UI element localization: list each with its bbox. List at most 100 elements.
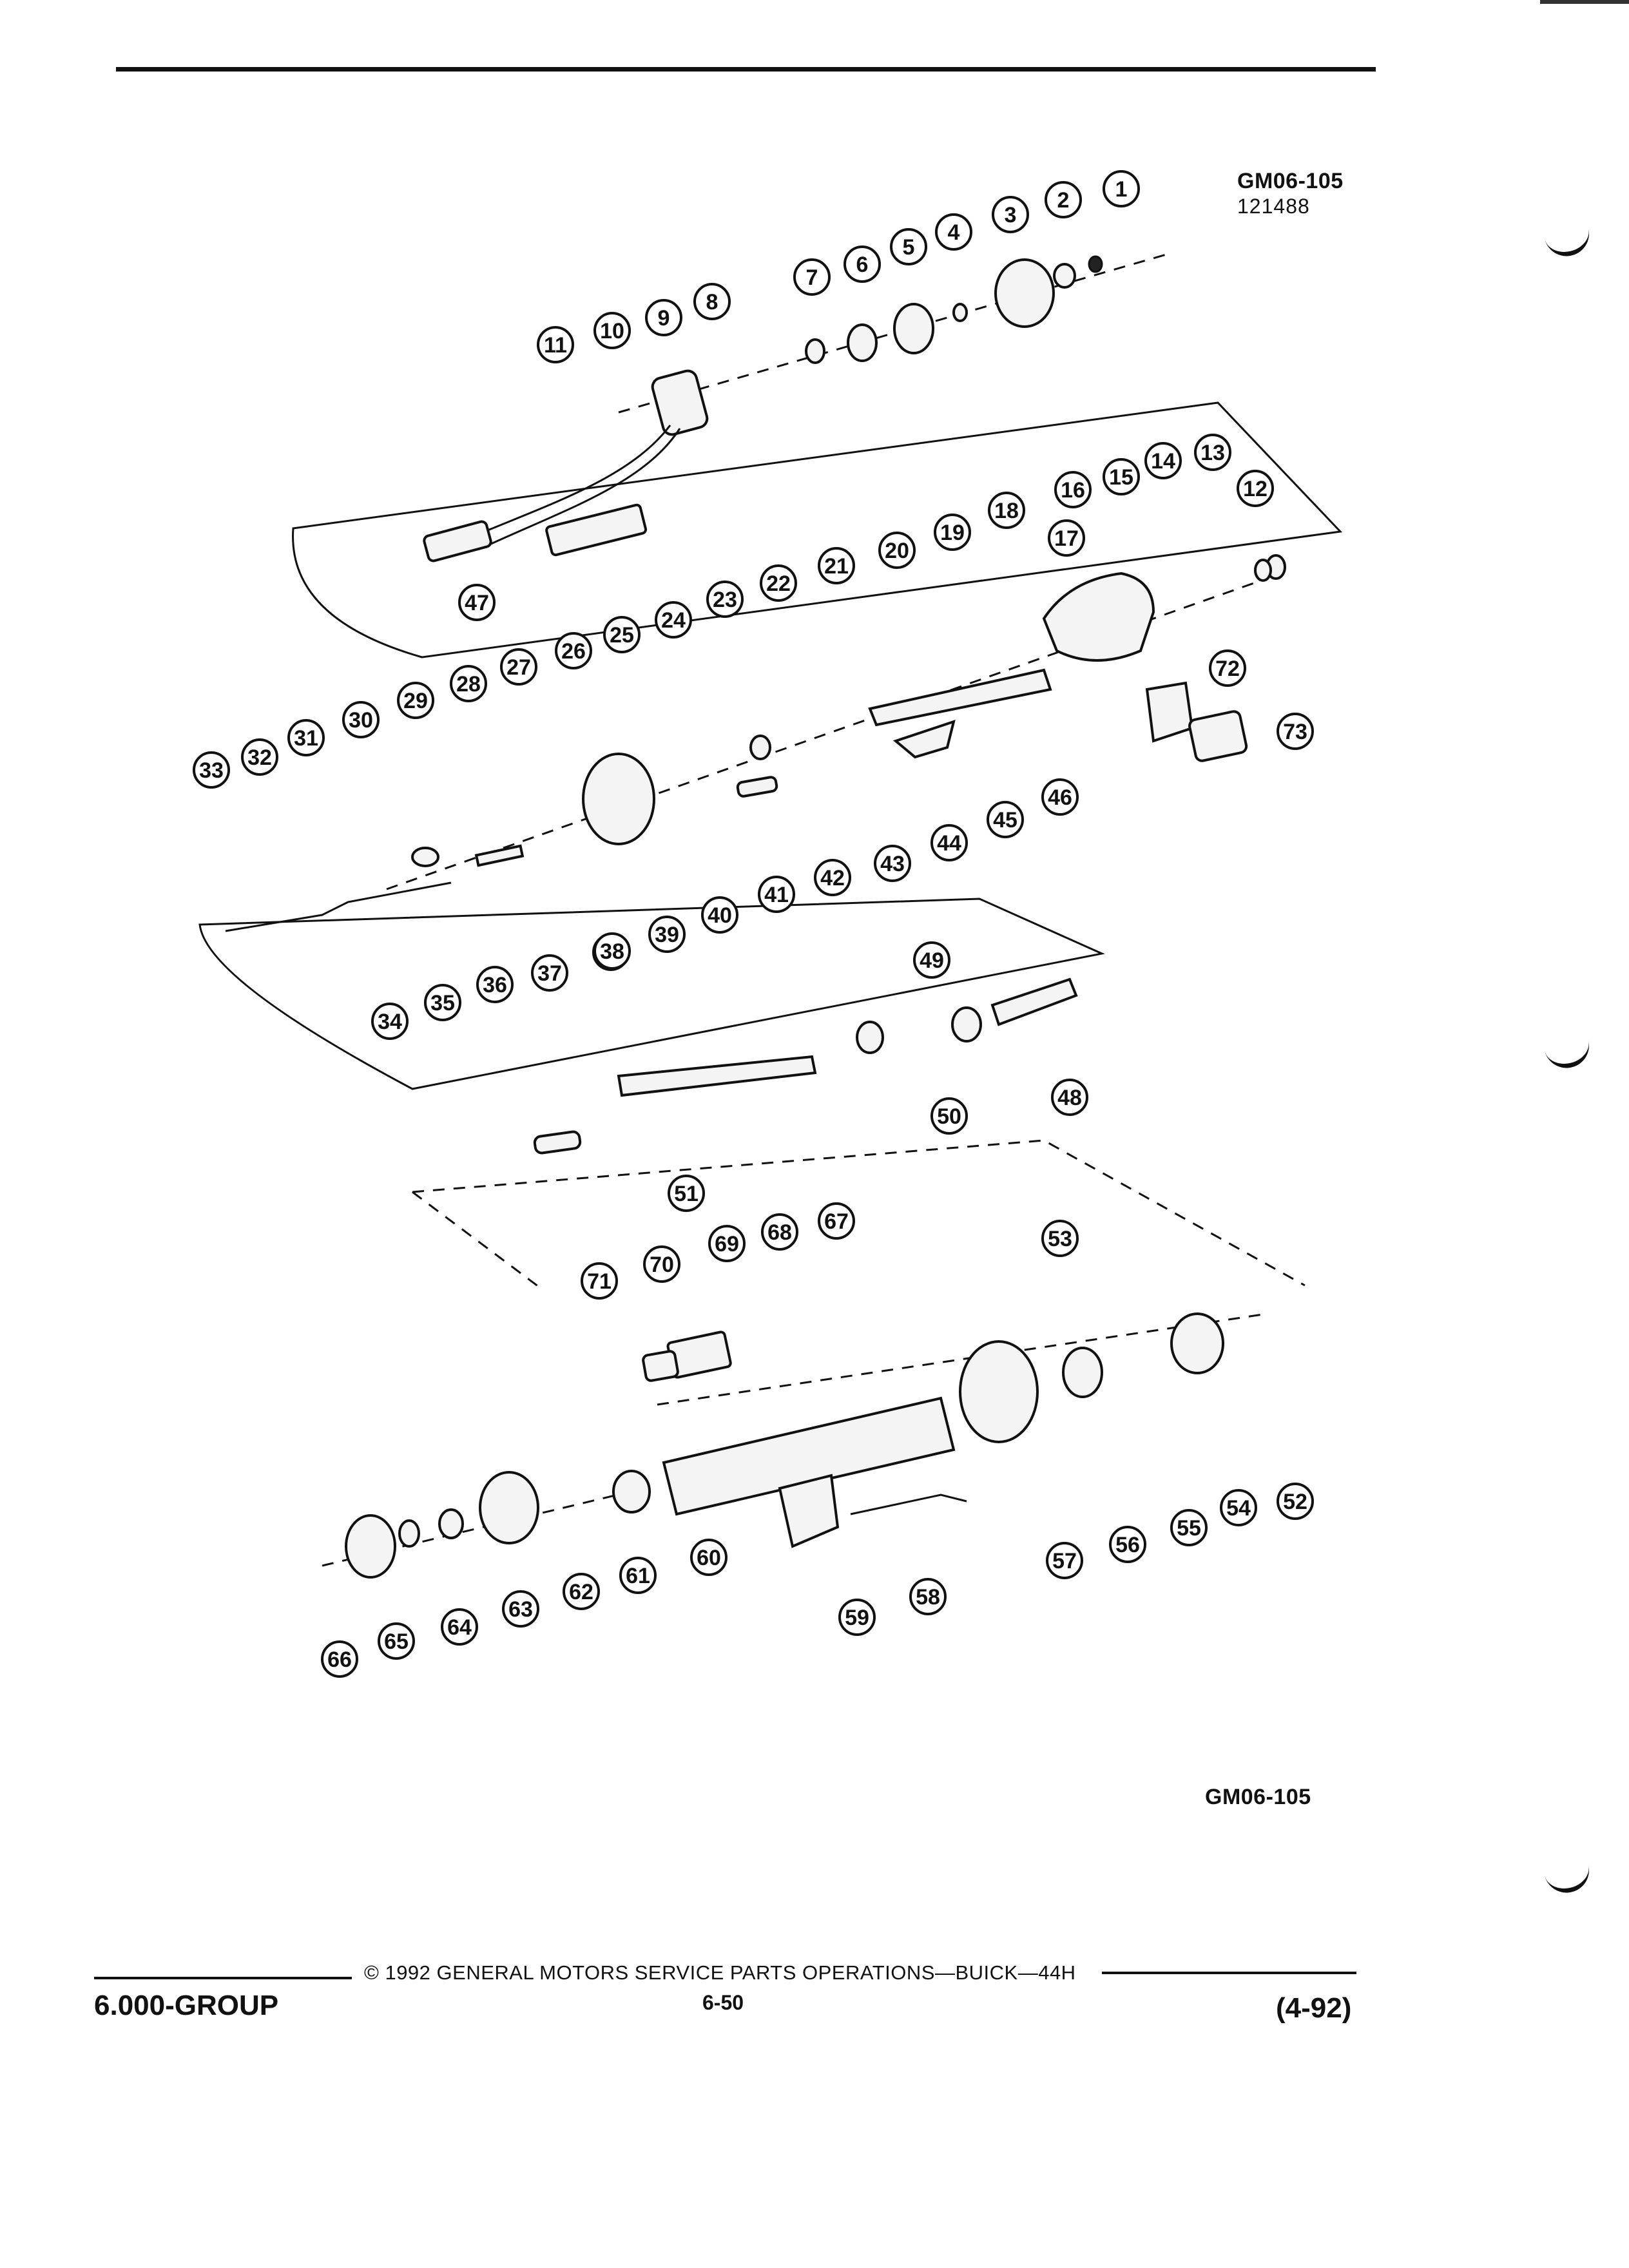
part-bracket	[1145, 681, 1194, 743]
callout-label: 2	[1057, 188, 1070, 213]
callout-33: 33	[193, 751, 230, 789]
callout-12: 12	[1237, 470, 1274, 507]
part-housing-cover	[1170, 1312, 1224, 1374]
callout-2: 2	[1045, 181, 1082, 218]
callout-label: 30	[349, 708, 373, 733]
callout-19: 19	[934, 514, 971, 551]
callout-label: 56	[1115, 1533, 1140, 1557]
callout-30: 30	[342, 701, 380, 738]
callout-label: 37	[537, 961, 562, 986]
figure-number: 121488	[1237, 195, 1310, 218]
callout-label: 4	[948, 220, 960, 245]
callout-57: 57	[1046, 1542, 1083, 1579]
part-joint	[951, 1006, 982, 1043]
figure-id-bottom: GM06-105	[1205, 1785, 1311, 1809]
callout-41: 41	[758, 876, 795, 913]
callout-70: 70	[643, 1245, 680, 1283]
callout-20: 20	[878, 532, 916, 569]
footer-rule-right	[1102, 1972, 1356, 1974]
callout-50: 50	[930, 1097, 968, 1135]
callout-42: 42	[814, 859, 851, 896]
callout-68: 68	[761, 1213, 798, 1251]
callout-5: 5	[890, 228, 927, 265]
callout-label: 38	[600, 939, 624, 964]
callout-label: 53	[1048, 1227, 1072, 1251]
callout-label: 13	[1200, 441, 1225, 465]
part-lock-housing	[582, 753, 655, 845]
part-cap	[1188, 710, 1248, 762]
callout-43: 43	[874, 845, 911, 882]
callout-label: 6	[856, 253, 869, 277]
callout-53: 53	[1041, 1220, 1079, 1257]
callout-label: 48	[1057, 1086, 1082, 1110]
callout-label: 22	[766, 572, 791, 596]
part-adapter	[612, 1470, 651, 1514]
part-cam	[893, 303, 934, 354]
callout-6: 6	[843, 245, 881, 283]
panel-upper	[292, 401, 1343, 658]
callout-label: 46	[1048, 785, 1072, 810]
callout-label: 14	[1151, 449, 1175, 474]
callout-label: 9	[658, 306, 670, 331]
callout-49: 49	[913, 941, 950, 979]
footer-group: 6.000-GROUP	[94, 1990, 279, 2021]
callout-3: 3	[992, 196, 1029, 233]
callout-72: 72	[1209, 649, 1246, 687]
callout-label: 54	[1226, 1496, 1251, 1521]
callout-label: 65	[384, 1629, 409, 1654]
callout-label: 40	[708, 903, 732, 928]
part-lock-plate	[994, 258, 1055, 328]
callout-1: 1	[1103, 170, 1140, 207]
callout-16: 16	[1054, 471, 1092, 508]
callout-35: 35	[424, 984, 461, 1021]
part-shield	[892, 719, 956, 759]
part-cover	[545, 503, 648, 557]
callout-label: 52	[1283, 1490, 1307, 1514]
callout-label: 35	[430, 991, 455, 1015]
callout-63: 63	[502, 1590, 539, 1628]
part-bowl	[959, 1340, 1039, 1443]
callout-23: 23	[706, 581, 744, 618]
callout-label: 16	[1061, 478, 1085, 503]
callout-60: 60	[690, 1539, 728, 1576]
callout-32: 32	[241, 738, 278, 776]
callout-label: 25	[610, 623, 634, 648]
callout-73: 73	[1277, 713, 1314, 750]
callout-27: 27	[500, 648, 537, 686]
callout-label: 69	[715, 1232, 739, 1256]
footer-rule-left	[94, 1977, 352, 1979]
callout-label: 36	[483, 973, 507, 997]
part-lever-bracket	[778, 1474, 840, 1548]
part-rack	[474, 844, 525, 867]
part-sphere	[856, 1021, 884, 1054]
callout-label: 49	[920, 948, 944, 973]
panel-outlines	[198, 401, 1343, 1290]
callout-label: 51	[674, 1182, 699, 1206]
callout-label: 8	[706, 290, 718, 314]
callout-17: 17	[1048, 519, 1085, 557]
callout-label: 20	[885, 539, 909, 563]
callout-58: 58	[909, 1578, 947, 1615]
callout-label: 72	[1215, 657, 1240, 681]
callout-55: 55	[1170, 1509, 1208, 1546]
callout-label: 17	[1054, 526, 1079, 551]
callout-59: 59	[838, 1599, 876, 1636]
callout-26: 26	[555, 632, 592, 669]
callout-18: 18	[988, 492, 1025, 529]
callout-label: 61	[626, 1564, 650, 1588]
callout-45: 45	[987, 801, 1024, 838]
callout-label: 3	[1005, 203, 1017, 227]
callout-29: 29	[397, 682, 434, 719]
callout-9: 9	[645, 299, 682, 336]
callout-71: 71	[581, 1262, 618, 1300]
panel-middle	[198, 898, 1105, 1090]
callout-48: 48	[1051, 1079, 1088, 1116]
part-shaft-lower	[617, 1055, 817, 1097]
callout-label: 10	[600, 319, 624, 343]
part-washer	[1053, 263, 1076, 289]
parts	[225, 255, 1286, 1579]
callout-label: 58	[916, 1585, 940, 1610]
callout-label: 64	[447, 1615, 472, 1640]
callout-label: 27	[506, 655, 531, 680]
